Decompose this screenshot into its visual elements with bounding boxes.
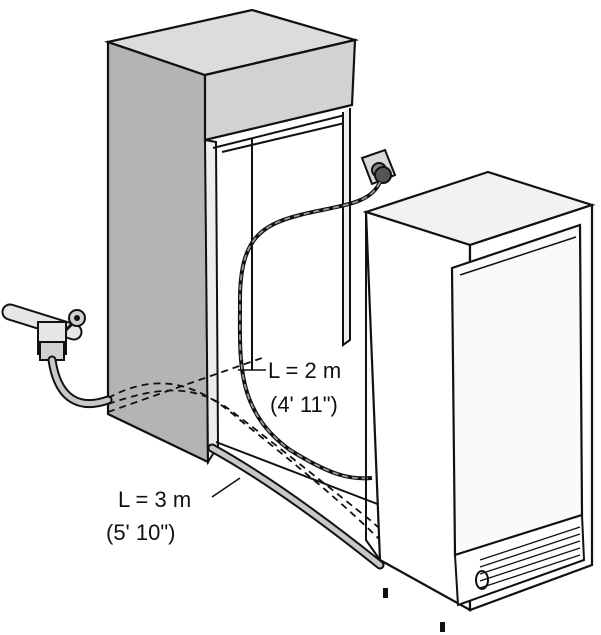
- wall-socket: [360, 148, 397, 186]
- water-hose-length-imperial-label: (5' 10"): [106, 520, 176, 545]
- water-hose-length-metric-label: L = 3 m: [118, 487, 192, 512]
- appliance-logo-icon: [475, 570, 489, 590]
- cabinet-niche-right-edge: [342, 108, 351, 347]
- cabinet-floor-edge: [215, 441, 381, 506]
- hidden-hose-route: [107, 389, 446, 593]
- cabinet-niche-left-edge: [203, 138, 220, 466]
- power-plug-icon: [374, 166, 392, 184]
- hidden-hose-route-lower: [107, 382, 381, 541]
- appliance-door: [450, 223, 584, 557]
- power-cord-length-metric-label: L = 2 m: [268, 358, 342, 383]
- leader-water-hose: [211, 477, 241, 498]
- label-leader-lines: [211, 369, 266, 498]
- cabinet-hidden-lines: [107, 357, 446, 593]
- power-cord-length-imperial-label: (4' 11"): [270, 392, 338, 417]
- cabinet-upper-front-panel: [203, 38, 357, 142]
- hidden-base-line-left: [107, 357, 263, 413]
- power-cord: [237, 181, 382, 481]
- vent-grille: [479, 526, 581, 589]
- water-tap-assembly: [1, 303, 86, 361]
- water-inlet-hose: [47, 355, 385, 570]
- appliance-foot-right: [440, 622, 445, 632]
- housing-cabinet: [103, 8, 381, 506]
- appliance-foot-left: [383, 588, 388, 598]
- appliance-unit: [362, 170, 596, 632]
